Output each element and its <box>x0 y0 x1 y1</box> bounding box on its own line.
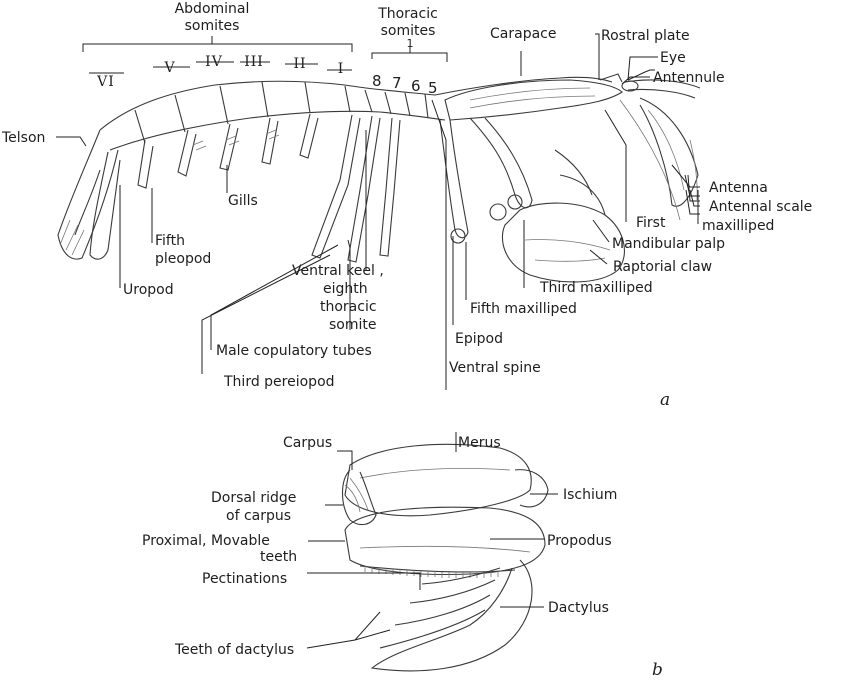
label-fifth-pleopod-1: Fifth <box>155 233 185 249</box>
label-thoracic-7: 7 <box>392 74 402 92</box>
label-uropod: Uropod <box>123 282 174 298</box>
label-teeth-of-dactylus: Teeth of dactylus <box>174 642 294 658</box>
figure-tag-b: b <box>652 660 663 680</box>
label-carapace: Carapace <box>490 26 556 42</box>
label-propodus: Propodus <box>547 533 612 549</box>
label-ventral-spine: Ventral spine <box>449 360 541 376</box>
label-fifth-pleopod-2: pleopod <box>155 251 211 267</box>
label-somite-i: I <box>338 61 345 77</box>
label-dorsal-ridge-2: of carpus <box>226 508 291 524</box>
label-somite-iv: IV <box>205 54 223 70</box>
label-dactylus: Dactylus <box>548 600 609 616</box>
label-ventral-keel-3: thoracic <box>320 299 377 315</box>
label-antennule: Antennule <box>653 70 725 86</box>
label-merus: Merus <box>458 435 501 451</box>
label-ischium: Ischium <box>563 487 617 503</box>
label-antennal-scale: Antennal scale <box>709 199 812 215</box>
somite-brackets <box>83 36 447 73</box>
label-male-copulatory-tubes: Male copulatory tubes <box>216 343 372 359</box>
label-third-pereiopod: Third pereiopod <box>223 374 335 390</box>
label-thoracic-somites-1: Thoracic <box>377 6 438 22</box>
label-proximal-movable-1: Proximal, Movable <box>142 533 270 549</box>
leader-lines-b <box>307 432 558 648</box>
label-somite-ii: II <box>293 56 306 72</box>
label-carpus: Carpus <box>283 435 332 451</box>
label-third-maxilliped: Third maxilliped <box>539 280 653 296</box>
claw-drawing <box>343 444 549 671</box>
label-proximal-movable-2: teeth <box>260 549 297 565</box>
figure-a: Abdominal somites Thoracic somites 1 VI … <box>1 1 812 410</box>
label-dorsal-ridge-1: Dorsal ridge <box>211 490 296 506</box>
label-raptorial-claw: Raptorial claw <box>613 259 712 275</box>
label-somite-iii: III <box>244 54 264 70</box>
label-epipod: Epipod <box>455 331 503 347</box>
label-thoracic-5: 5 <box>428 79 438 97</box>
label-thoracic-mark: 1 <box>407 37 414 50</box>
label-abdominal-somites-2: somites <box>185 18 240 34</box>
label-ventral-keel-1: Ventral keel , <box>292 263 384 279</box>
label-telson: Telson <box>1 130 45 146</box>
label-eye: Eye <box>660 50 686 66</box>
label-mandibular-palp: Mandibular palp <box>612 236 725 252</box>
label-thoracic-8: 8 <box>372 72 382 90</box>
label-pectinations: Pectinations <box>202 571 287 587</box>
figure-tag-a: a <box>660 390 670 410</box>
label-thoracic-6: 6 <box>411 77 421 95</box>
figure-b: Carpus Merus Ischium Dorsal ridge of car… <box>142 432 663 680</box>
label-first: First <box>636 215 666 231</box>
label-maxilliped: maxilliped <box>702 218 774 234</box>
label-rostral-plate: Rostral plate <box>601 28 690 44</box>
label-ventral-keel-2: eighth <box>323 281 368 297</box>
label-ventral-keel-4: somite <box>329 317 377 333</box>
label-gills: Gills <box>228 193 258 209</box>
label-somite-v: V <box>163 60 175 76</box>
labels-a: Abdominal somites Thoracic somites 1 VI … <box>1 1 812 410</box>
label-somite-vi: VI <box>96 74 115 90</box>
label-antenna: Antenna <box>709 180 768 196</box>
label-abdominal-somites-1: Abdominal <box>175 1 250 17</box>
label-fifth-maxilliped: Fifth maxilliped <box>470 301 577 317</box>
